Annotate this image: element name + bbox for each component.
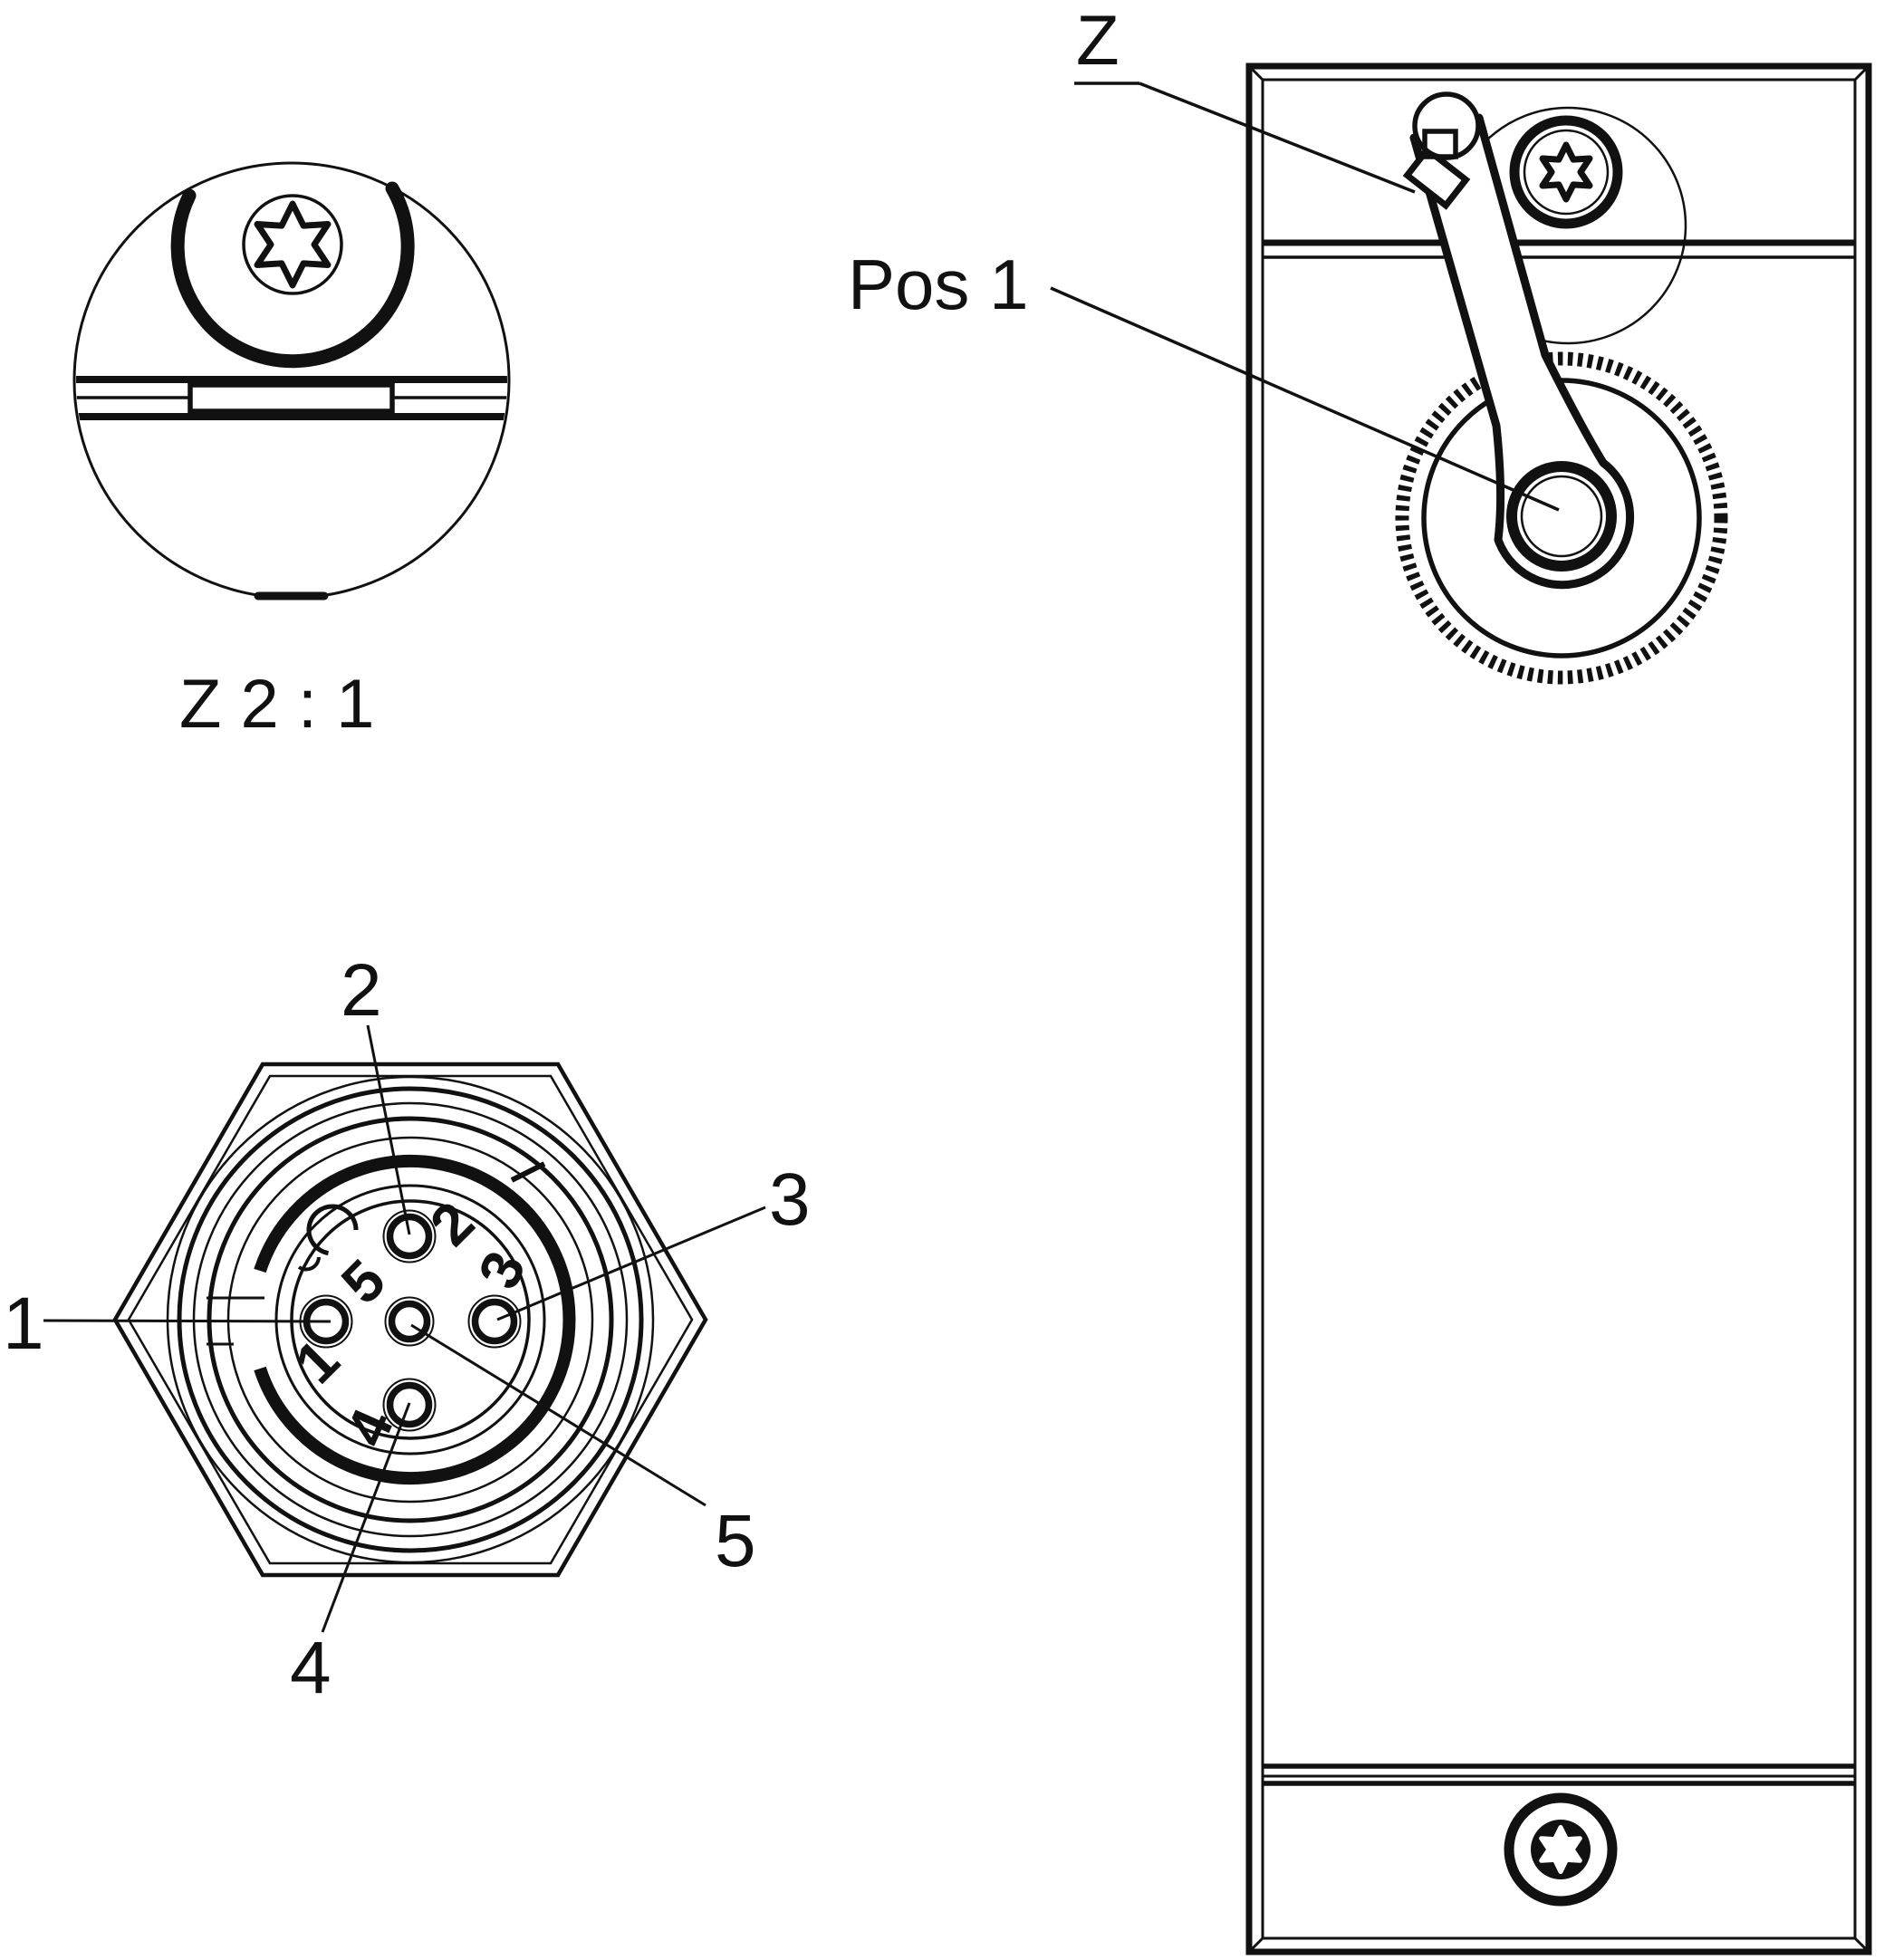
countersink-crescent	[170, 181, 415, 369]
top-torx-screw	[1509, 115, 1623, 229]
lever-latch	[1402, 145, 1471, 210]
leader-z	[1139, 82, 1416, 194]
hex-chamfer-circle	[166, 1075, 655, 1564]
housing-inner-edge	[1261, 78, 1857, 1940]
pin-3	[467, 1294, 522, 1349]
leader-pin-5	[410, 1323, 706, 1507]
top-seam	[1263, 239, 1855, 259]
leader-pin-2	[366, 1024, 411, 1235]
lever-pivot-notch	[1422, 129, 1458, 159]
bottom-torx-screw	[1504, 1792, 1618, 1907]
knurl-teeth-ring	[1395, 351, 1728, 685]
pin-5	[384, 1296, 435, 1347]
side-view-callouts: Z Pos 1	[848, 0, 1560, 512]
hex-nut-outline	[112, 1062, 708, 1578]
engraved-pin-number-3: 3	[466, 1242, 538, 1298]
housing-seam-section	[76, 376, 507, 420]
thread-rings	[177, 1086, 644, 1553]
pin-4	[382, 1378, 437, 1432]
pin-callout-4: 4	[290, 1627, 332, 1709]
bottom-seam	[1263, 1763, 1855, 1786]
device-side-view: Z Pos 1	[848, 0, 1872, 1955]
coding-notch	[306, 1204, 359, 1256]
pin-callout-2: 2	[341, 949, 382, 1032]
leader-pin-4	[321, 1402, 411, 1633]
pin-leader-lines	[43, 1024, 766, 1633]
connector-face-view: 1 2 3 4 5 1 2 3 4 5	[3, 949, 811, 1709]
position-1-callout: Pos 1	[848, 245, 1028, 324]
lever-hub	[1506, 461, 1617, 572]
detail-scale-label: Z 2 : 1	[179, 666, 374, 743]
torx-screw-detail	[242, 194, 343, 295]
housing-corner-chamfers	[1248, 65, 1870, 1953]
oring-thick-ring	[254, 1155, 576, 1484]
detail-z-callout: Z	[1076, 0, 1120, 80]
pin-callout-3: 3	[769, 1158, 811, 1241]
leader-pin-3	[496, 1206, 766, 1321]
detail-view-z: Z 2 : 1	[72, 161, 511, 743]
pin-callout-1: 1	[3, 1283, 44, 1365]
insulator-circle	[290, 1199, 531, 1440]
torx-icon	[257, 204, 328, 285]
pin-callout-5: 5	[715, 1500, 756, 1582]
coding-notch-hook	[297, 1256, 321, 1272]
housing-outline	[1245, 62, 1872, 1955]
leader-pos-1	[1050, 286, 1560, 512]
pin-2	[382, 1209, 437, 1263]
seam-key-slot	[187, 382, 395, 414]
